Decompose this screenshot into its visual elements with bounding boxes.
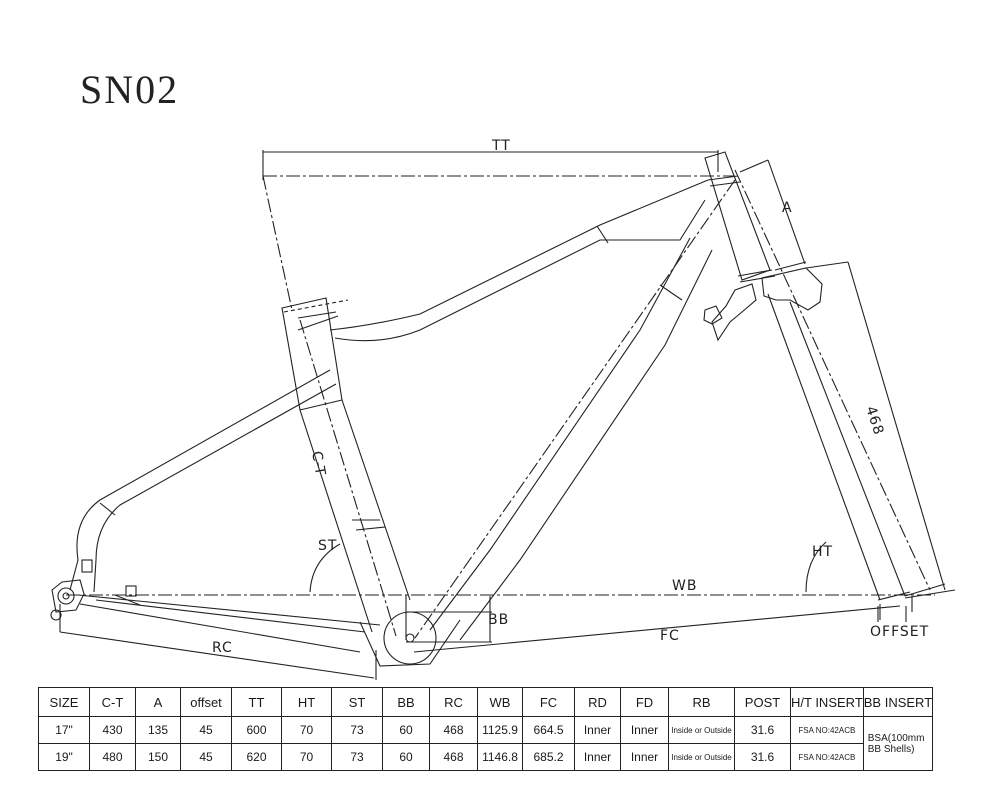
header-cell: H/T INSERT — [790, 687, 864, 717]
table-cell: 1125.9 — [477, 716, 523, 744]
table-cell: 600 — [231, 716, 282, 744]
table-row: 19" 480 150 45 620 70 73 60 468 1146.8 6… — [38, 743, 933, 771]
fork-length-label: 468 — [862, 404, 886, 437]
table-cell: 19" — [38, 743, 90, 771]
table-cell: 1146.8 — [477, 743, 523, 771]
table-cell: Inside or Outside — [668, 743, 735, 771]
chain-stays — [77, 594, 381, 653]
bottom-bracket — [359, 595, 492, 667]
header-cell: C-T — [89, 687, 136, 717]
bb-insert-cell: BSA(100mm BB Shells) — [862, 716, 934, 771]
table-cell: 31.6 — [734, 743, 791, 771]
table-cell: Inner — [574, 743, 621, 771]
header-cell: TT — [231, 687, 282, 717]
header-cell: WB — [477, 687, 523, 717]
wb-label: WB — [672, 578, 697, 594]
header-cell: SIZE — [38, 687, 90, 717]
table-cell: Inside or Outside — [668, 716, 735, 744]
header-cell: RB — [668, 687, 735, 717]
ht-label: HT — [812, 544, 833, 560]
table-cell: 468 — [429, 716, 478, 744]
rc-dimension — [59, 604, 377, 680]
down-tube — [414, 179, 736, 641]
header-cell: RC — [429, 687, 478, 717]
table-cell: 45 — [180, 743, 232, 771]
rc-label: RC — [212, 640, 233, 656]
header-cell: POST — [734, 687, 791, 717]
header-cell: ST — [331, 687, 383, 717]
header-cell: HT — [281, 687, 332, 717]
bb-label: BB — [488, 612, 509, 628]
c-t-leader — [297, 315, 339, 331]
tt-label: TT — [491, 138, 511, 154]
table-cell: 73 — [331, 716, 383, 744]
fork — [703, 261, 956, 620]
table-cell: 685.2 — [522, 743, 575, 771]
a-dimension — [739, 159, 807, 271]
offset-dimension — [877, 606, 907, 622]
table-cell: 45 — [180, 716, 232, 744]
top-tube — [329, 179, 709, 342]
header-cell: BB — [382, 687, 430, 717]
table-cell: Inner — [620, 743, 669, 771]
seat-tube — [281, 297, 411, 637]
header-cell: BB INSERT — [862, 687, 934, 717]
head-tube — [704, 151, 931, 591]
table-row: 17" 430 135 45 600 70 73 60 468 1125.9 6… — [38, 716, 934, 771]
table-cell: 31.6 — [734, 716, 791, 744]
table-cell: 468 — [429, 743, 478, 771]
frame-drawing: TT A C-T ST HT WB BB RC FC 468 OFFSET — [50, 138, 956, 680]
table-cell: 70 — [281, 743, 332, 771]
table-cell: 70 — [281, 716, 332, 744]
table-cell: 135 — [135, 716, 181, 744]
table-cell: 430 — [89, 716, 136, 744]
fc-label: FC — [660, 628, 680, 644]
table-cell: 620 — [231, 743, 282, 771]
st-label: ST — [318, 538, 337, 554]
angle-arcs — [309, 541, 827, 593]
header-cell: A — [135, 687, 181, 717]
header-cell: offset — [180, 687, 232, 717]
table-cell: 60 — [382, 743, 430, 771]
geometry-table: SIZE C-T A offset TT HT ST BB RC WB FC R… — [38, 687, 934, 771]
offset-label: OFFSET — [870, 624, 929, 640]
table-cell: FSA NO:42ACB — [790, 716, 864, 744]
table-cell: Inner — [574, 716, 621, 744]
c-t-label: C-T — [308, 450, 328, 477]
a-label: A — [782, 200, 793, 216]
table-cell: Inner — [620, 716, 669, 744]
table-cell: 150 — [135, 743, 181, 771]
table-cell: 664.5 — [522, 716, 575, 744]
seat-stays — [69, 369, 337, 593]
table-cell: FSA NO:42ACB — [790, 743, 864, 771]
table-cell: 60 — [382, 716, 430, 744]
table-cell: 480 — [89, 743, 136, 771]
table-cell: 73 — [331, 743, 383, 771]
rear-dropout — [50, 559, 137, 621]
header-cell: FC — [522, 687, 575, 717]
fc-dimension — [413, 605, 901, 653]
header-cell: FD — [620, 687, 669, 717]
table-cell: 17" — [38, 716, 90, 744]
header-cell: RD — [574, 687, 621, 717]
table-header-row: SIZE C-T A offset TT HT ST BB RC WB FC R… — [38, 687, 934, 717]
model-title: SN02 — [80, 67, 180, 112]
